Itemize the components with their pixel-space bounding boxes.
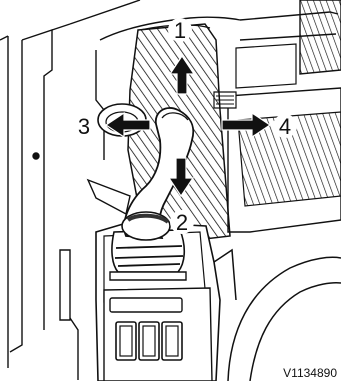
right-side-console (214, 88, 341, 232)
svg-text:4: 4 (279, 114, 291, 139)
svg-text:2: 2 (176, 210, 188, 235)
cab-frame (0, 24, 78, 380)
rocker-switches (116, 322, 182, 360)
right-upper-grille (236, 0, 341, 88)
display-window (110, 298, 182, 312)
reference-code: V1134890 (283, 366, 337, 380)
operator-seat (214, 250, 341, 381)
svg-text:1: 1 (174, 18, 186, 43)
lever-bracket (88, 180, 130, 214)
switch-panel (104, 288, 212, 381)
callout-label-3: 3 (72, 114, 96, 139)
svg-text:3: 3 (78, 114, 90, 139)
